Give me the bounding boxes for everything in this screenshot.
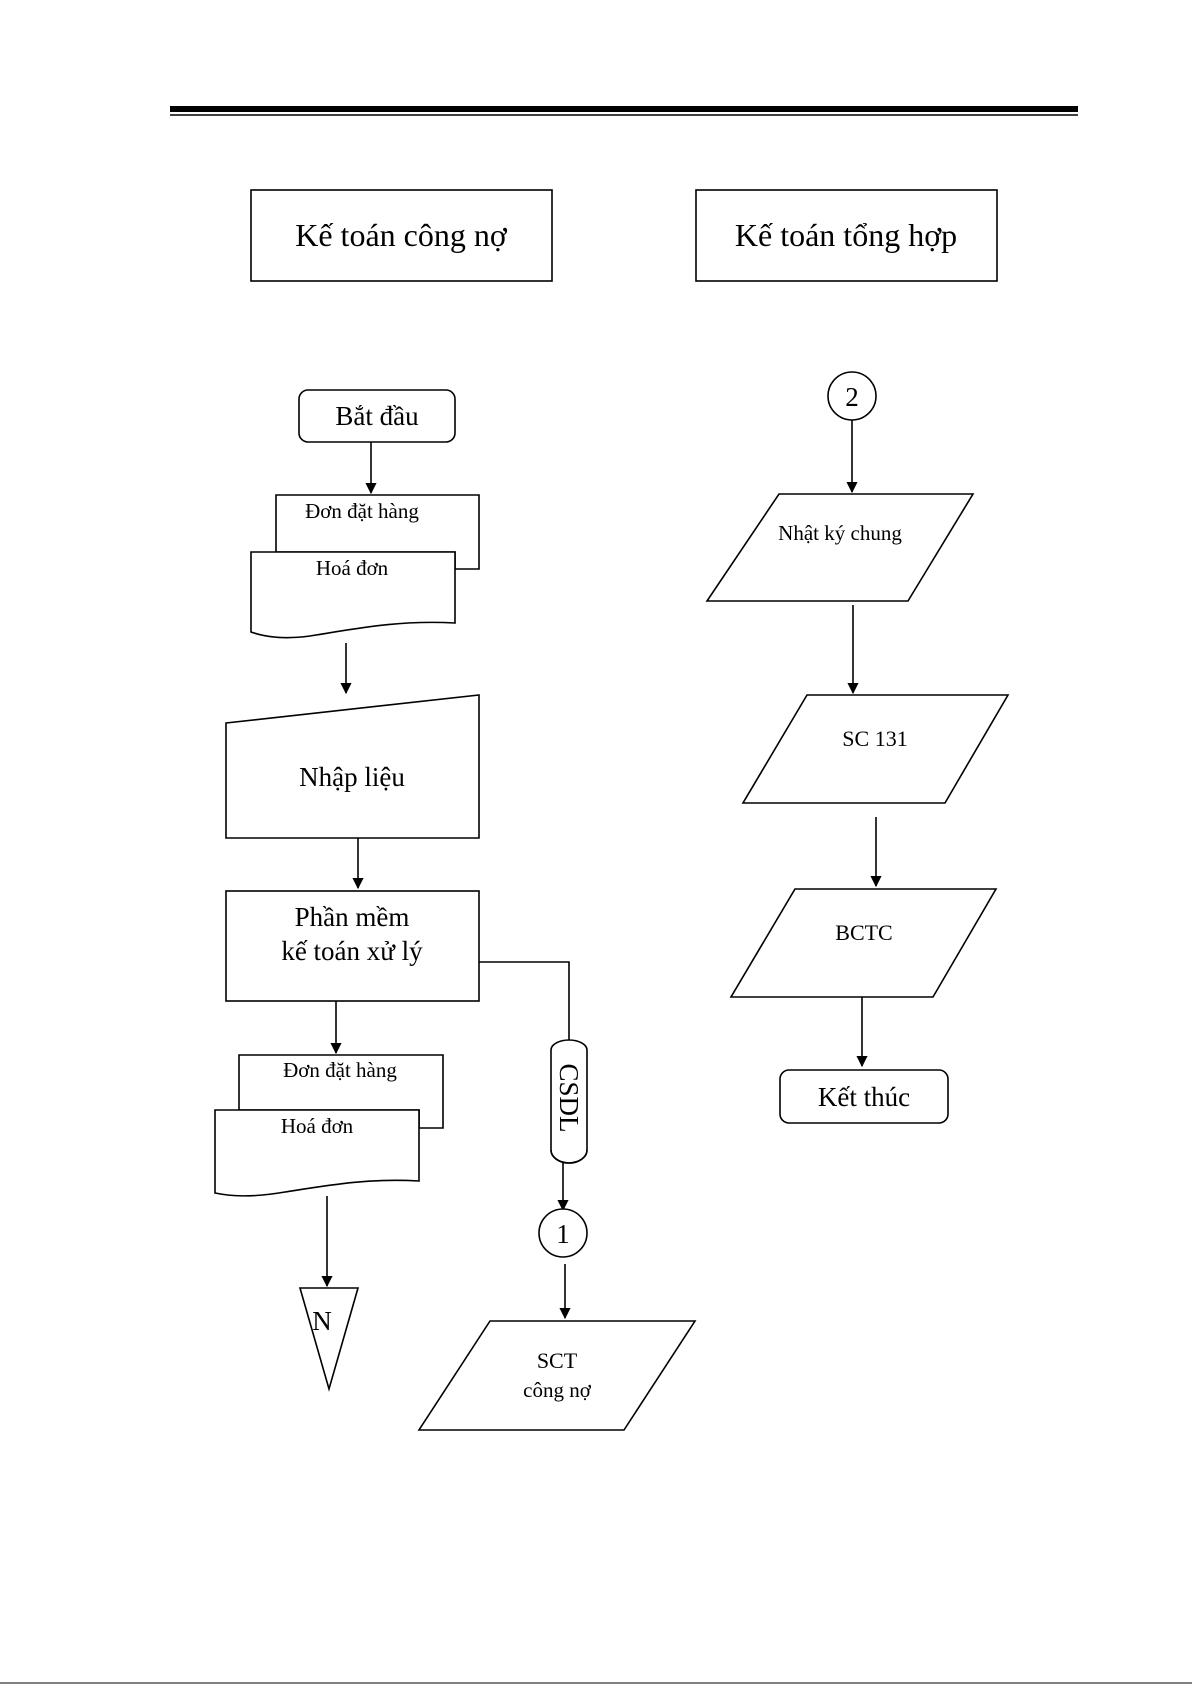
connector-2: 2	[828, 372, 876, 420]
connector-1: 1	[539, 1209, 587, 1257]
output-label-line2: công nợ	[523, 1378, 592, 1402]
connector-2-label: 2	[845, 382, 859, 412]
doc1-back-label: Đơn đặt hàng	[305, 499, 419, 523]
report-label: BCTC	[835, 920, 892, 945]
journal-parallelogram: Nhật ký chung	[707, 494, 973, 601]
start-terminator: Bắt đầu	[299, 390, 455, 442]
journal-label: Nhật ký chung	[778, 521, 902, 545]
ledger-label: SC 131	[842, 726, 907, 751]
output-label-line1: SCT	[537, 1348, 578, 1373]
database-label: CSDL	[554, 1063, 584, 1132]
lane-title-accounts-payable: Kế toán công nợ	[251, 190, 552, 281]
lane-title-general-accounting: Kế toán tổng hợp	[696, 190, 997, 281]
storage-label: N	[312, 1306, 332, 1336]
doc2-front-label: Hoá đơn	[281, 1114, 354, 1138]
process-label-line2: kế toán xử lý	[281, 936, 423, 966]
output-sct: SCT công nợ	[419, 1321, 695, 1430]
storage-triangle: N	[300, 1288, 358, 1389]
report-parallelogram: BCTC	[731, 889, 996, 997]
start-label: Bắt đầu	[335, 401, 419, 431]
manual-input: Nhập liệu	[226, 695, 479, 838]
end-label: Kết thúc	[818, 1082, 910, 1112]
doc1-front-label: Hoá đơn	[316, 556, 389, 580]
process-box: Phần mềm kế toán xử lý	[226, 891, 479, 1001]
input-label: Nhập liệu	[299, 762, 405, 792]
document-stack-2: Đơn đặt hàng Hoá đơn	[215, 1055, 443, 1196]
database-cylinder: CSDL	[551, 1040, 587, 1163]
lane-title-left: Kế toán công nợ	[295, 217, 508, 253]
document-stack-1: Đơn đặt hàng Hoá đơn	[251, 495, 479, 638]
lane-title-right: Kế toán tổng hợp	[735, 217, 957, 253]
end-terminator: Kết thúc	[780, 1070, 948, 1123]
connector-1-label: 1	[556, 1219, 570, 1249]
line-process-to-database	[479, 962, 569, 1040]
ledger-parallelogram: SC 131	[743, 695, 1008, 803]
doc2-back-label: Đơn đặt hàng	[283, 1058, 397, 1082]
process-label-line1: Phần mềm	[295, 902, 410, 932]
